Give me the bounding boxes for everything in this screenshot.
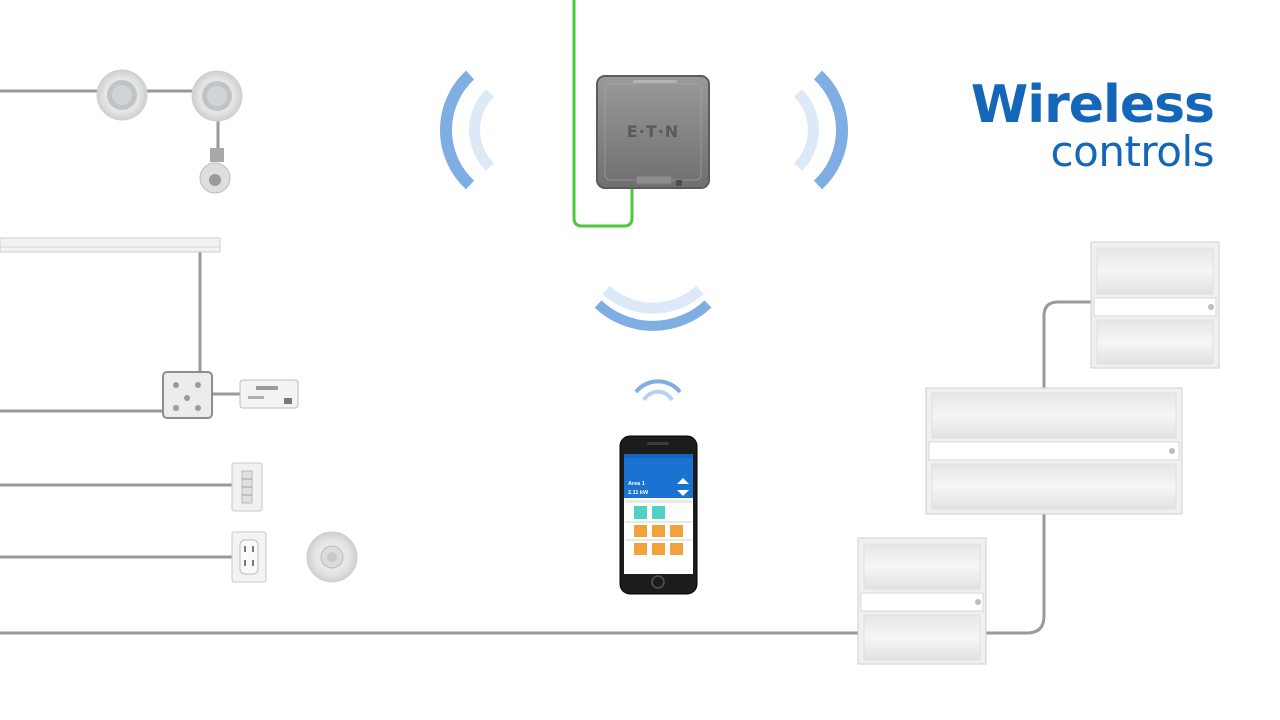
- signal-wave-icon: [594, 285, 712, 331]
- phone-area-label: Area 1: [628, 481, 645, 487]
- title-main: Wireless: [970, 75, 1215, 135]
- load-tile: [634, 543, 683, 555]
- ceiling-sensor-icon: [96, 69, 148, 121]
- dim-up-icon: [677, 478, 689, 484]
- network-cable: [572, 0, 634, 228]
- scene-tile: [634, 506, 665, 519]
- load-tile: [634, 525, 683, 537]
- receptacle-icon: [231, 531, 267, 583]
- ceiling-sensor-icon: [191, 70, 243, 122]
- title-block: Wireless controls: [970, 75, 1215, 176]
- ceiling-rail: [0, 237, 221, 253]
- wall-keypad-icon: [231, 462, 263, 512]
- troffer-fixture-icon: [1090, 241, 1220, 369]
- troffer-fixture-icon: [925, 387, 1183, 515]
- phone-power-reading: 2.11 kW: [628, 490, 649, 496]
- title-sub: controls: [1050, 127, 1215, 176]
- troffer-fixture-icon: [857, 537, 987, 665]
- wired-cabling: [0, 89, 862, 635]
- signal-wave-icon: [634, 379, 682, 402]
- signal-wave-icon: [793, 70, 849, 190]
- smartphone-app: Area 1 2.11 kW: [619, 435, 698, 595]
- occupancy-sensor-icon: [306, 531, 358, 583]
- signal-wave-icon: [439, 70, 495, 190]
- junction-box-icon: [162, 371, 213, 419]
- dim-down-icon: [677, 490, 689, 496]
- photocell-icon: [199, 148, 231, 194]
- gateway-brand-label: E·T·N: [627, 122, 679, 141]
- wired-cabling-right: [986, 300, 1093, 635]
- relay-module-icon: [239, 379, 299, 409]
- eaton-gateway: E·T·N: [596, 75, 710, 189]
